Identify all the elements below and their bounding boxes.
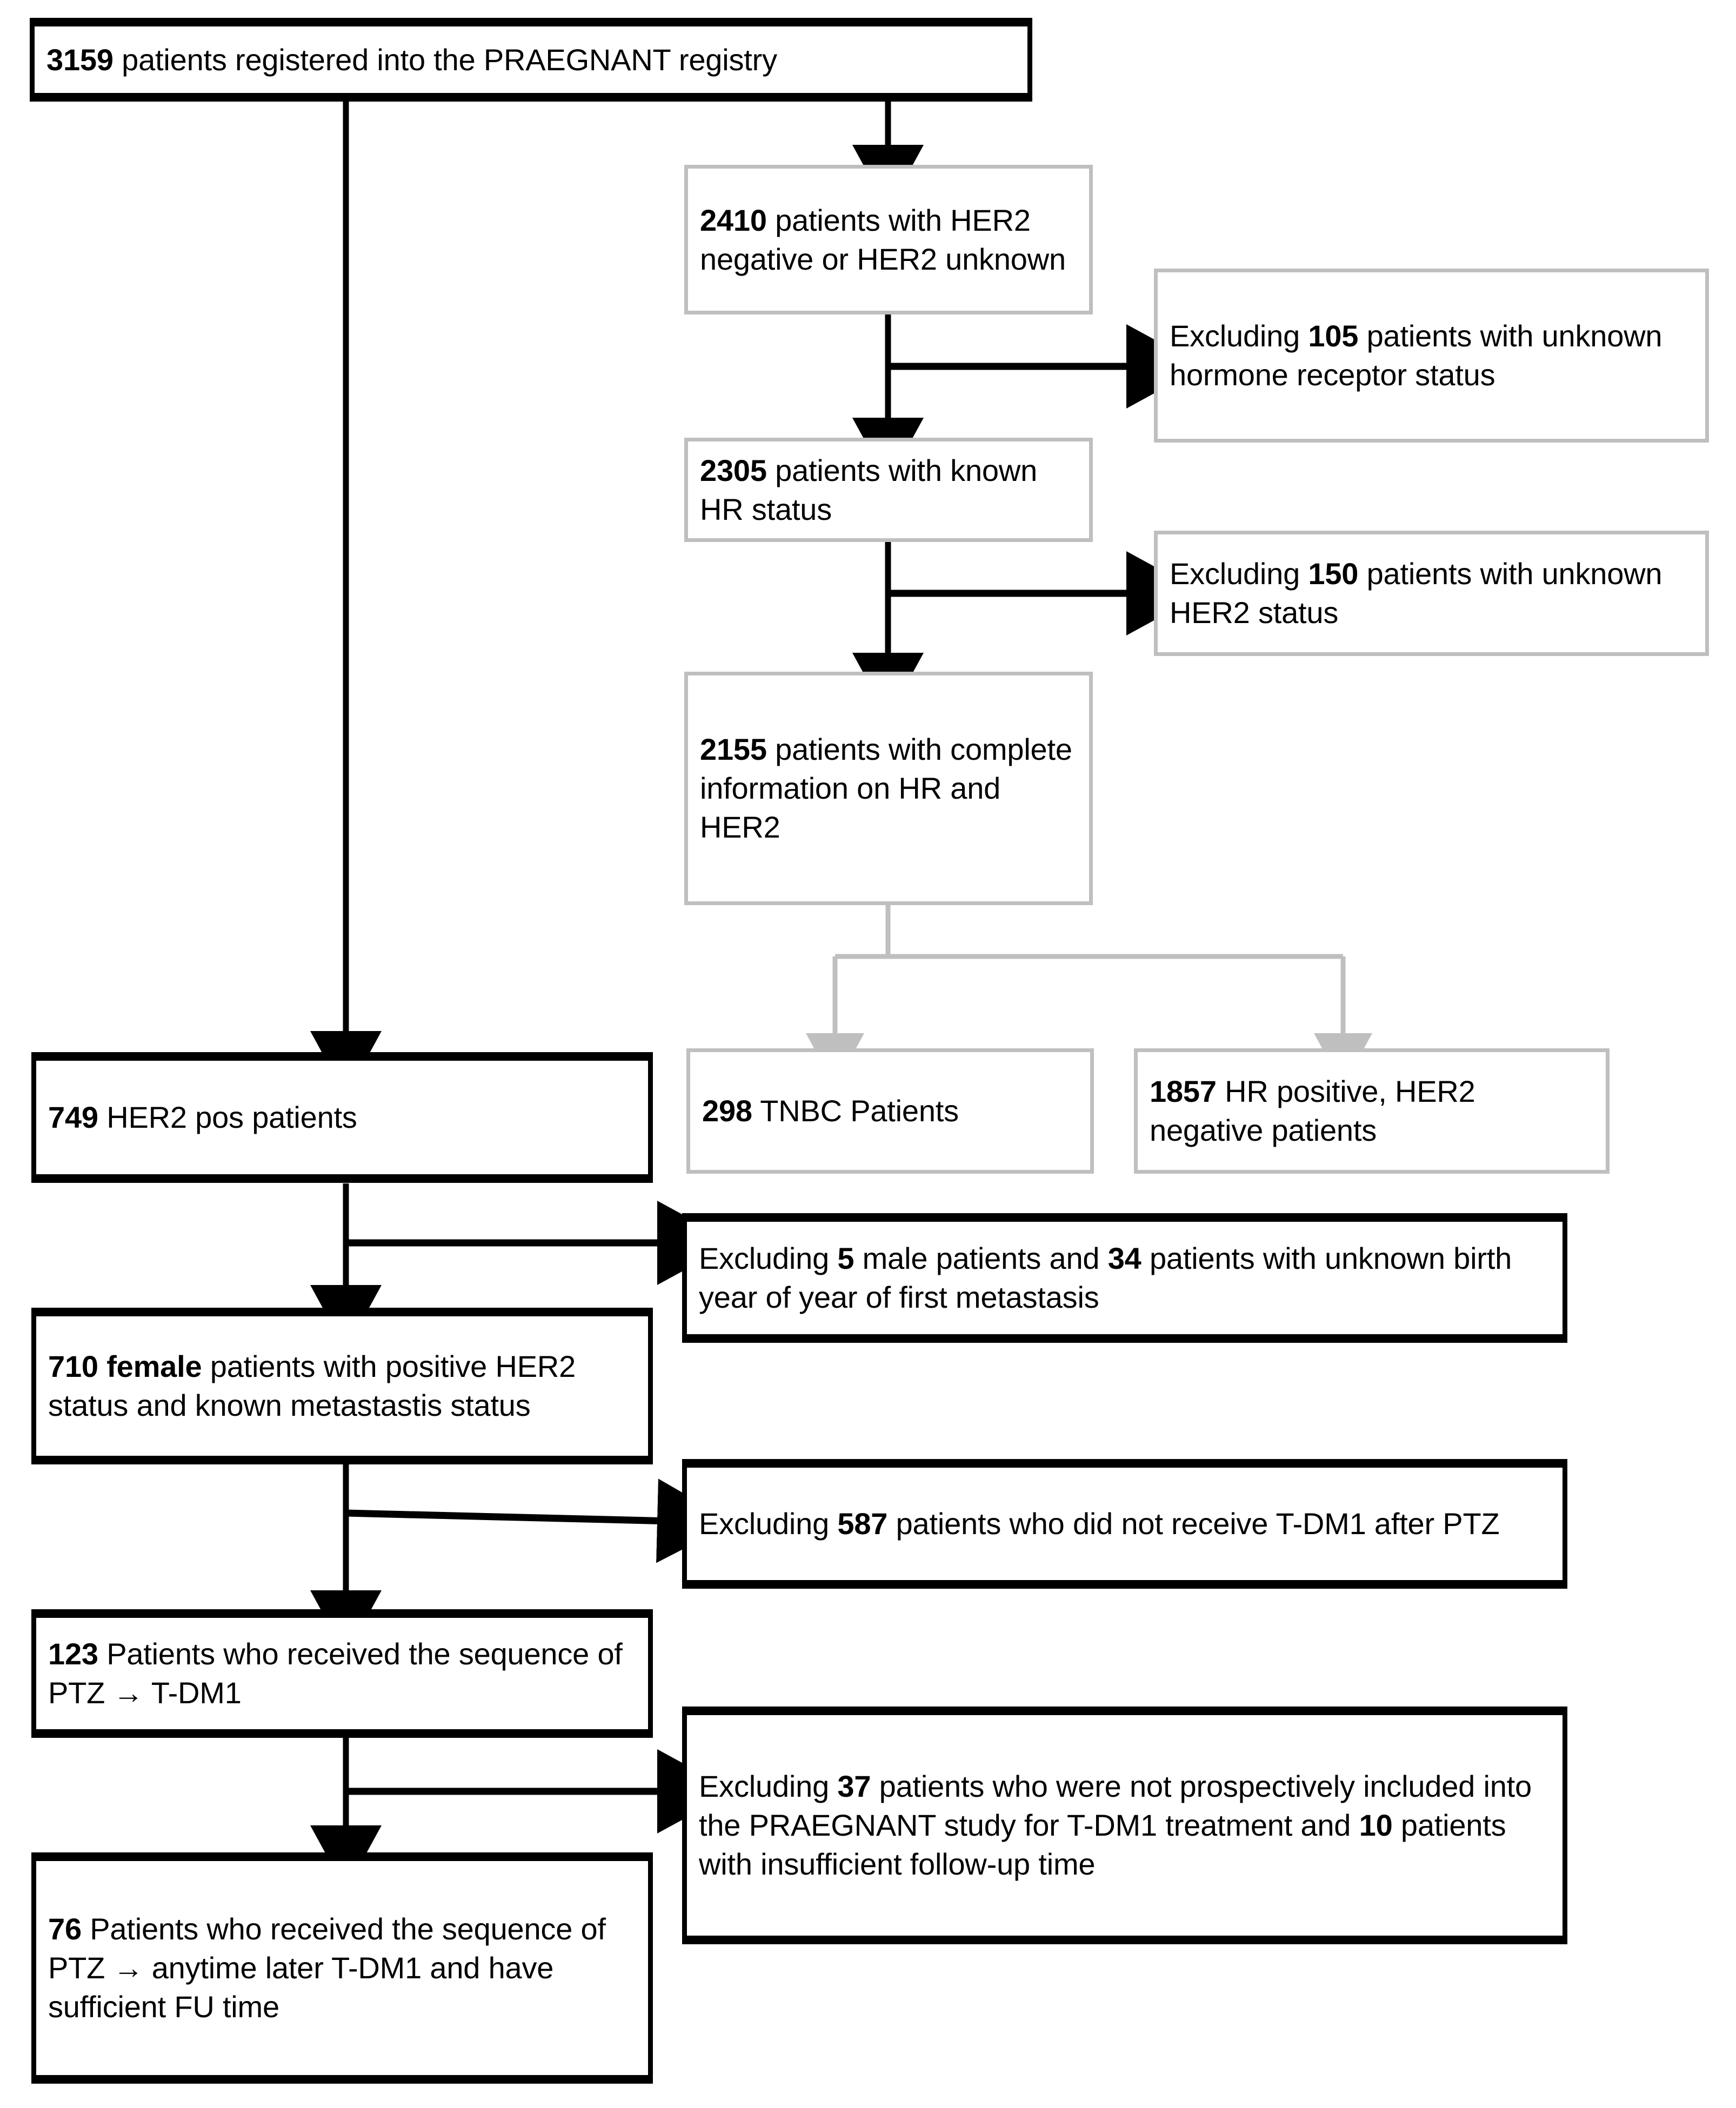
node-excluding-37-10-rest: patients with insufficient follow-up tim… xyxy=(699,1808,1506,1881)
node-registry-count: 3159 xyxy=(46,42,113,77)
node-excluding-5-male-34-mid: male patients and xyxy=(854,1241,1108,1276)
node-her2-negative-unknown-text: 2410 patients with HER2 negative or HER2… xyxy=(688,201,1089,278)
node-female-710-text: 710 female patients with positive HER2 s… xyxy=(36,1347,648,1424)
node-excluding-5-male-34-prefix: Excluding xyxy=(699,1241,838,1276)
node-known-hr-status-count: 2305 xyxy=(700,453,767,487)
node-hr-positive-her2-negative[interactable]: 1857 HR positive, HER2 negative patients xyxy=(1134,1048,1610,1174)
node-excluding-37-10[interactable]: Excluding 37 patients who were not prosp… xyxy=(682,1707,1567,1944)
node-excluding-150-count: 150 xyxy=(1308,557,1359,591)
node-excluding-150-rest: patients with unknown HER2 status xyxy=(1170,557,1662,630)
node-excluding-150[interactable]: Excluding 150 patients with unknown HER2… xyxy=(1154,531,1709,656)
node-tnbc-patients-count: 298 xyxy=(702,1094,752,1128)
node-sequence-123-tail: T-DM1 xyxy=(143,1676,242,1710)
node-excluding-37-10-count: 37 xyxy=(837,1769,871,1804)
node-excluding-587-text: Excluding 587 patients who did not recei… xyxy=(687,1504,1563,1543)
node-hr-positive-her2-negative-count: 1857 xyxy=(1150,1074,1217,1109)
node-complete-information-rest: patients with complete information on HR… xyxy=(700,732,1072,844)
node-her2-negative-unknown-rest: patients with HER2 negative or HER2 unkn… xyxy=(700,203,1066,276)
node-sequence-123[interactable]: 123 Patients who received the sequence o… xyxy=(31,1609,653,1738)
node-excluding-587-rest: patients who did not receive T-DM1 after… xyxy=(887,1507,1500,1541)
node-hr-positive-her2-negative-text: 1857 HR positive, HER2 negative patients xyxy=(1138,1072,1606,1149)
node-her2-positive-patients-count: 749 xyxy=(48,1100,98,1135)
node-hr-positive-her2-negative-rest: HR positive, HER2 negative patients xyxy=(1150,1074,1475,1147)
node-female-710-rest: patients with positive HER2 status and k… xyxy=(48,1349,576,1422)
node-complete-information-count: 2155 xyxy=(700,732,767,767)
node-excluding-105-rest: patients with unknown hormone receptor s… xyxy=(1170,319,1662,392)
node-known-hr-status-text: 2305 patients with known HR status xyxy=(688,451,1089,528)
node-final-76-count: 76 xyxy=(48,1912,82,1946)
node-excluding-150-text: Excluding 150 patients with unknown HER2… xyxy=(1158,554,1705,632)
node-her2-negative-unknown-count: 2410 xyxy=(700,203,767,237)
node-excluding-150-prefix: Excluding xyxy=(1170,557,1308,591)
node-excluding-5-male-34-rest: patients with unknown birth year of year… xyxy=(699,1241,1512,1314)
node-final-76-text: 76 Patients who received the sequence of… xyxy=(36,1910,648,2026)
node-excluding-587-prefix: Excluding xyxy=(699,1507,838,1541)
node-sequence-123-rest: Patients who received the sequence of PT… xyxy=(48,1637,623,1710)
node-her2-positive-patients-rest: HER2 pos patients xyxy=(98,1100,357,1135)
node-excluding-105-text: Excluding 105 patients with unknown horm… xyxy=(1158,317,1705,394)
node-complete-information[interactable]: 2155 patients with complete information … xyxy=(684,672,1093,905)
node-known-hr-status-rest: patients with known HR status xyxy=(700,453,1038,526)
node-final-76-rest: Patients who received the sequence of PT… xyxy=(48,1912,606,1985)
node-excluding-5-male-34[interactable]: Excluding 5 male patients and 34 patient… xyxy=(682,1213,1567,1343)
node-excluding-5-male-34-count2: 34 xyxy=(1107,1241,1141,1276)
node-excluding-37-10-mid: patients who were not prospectively incl… xyxy=(699,1769,1532,1843)
node-excluding-105-prefix: Excluding xyxy=(1170,319,1308,353)
node-excluding-37-10-count2: 10 xyxy=(1359,1808,1393,1843)
node-excluding-587-count: 587 xyxy=(837,1507,888,1541)
right-arrow-icon: → xyxy=(113,1676,144,1710)
node-final-76-tail: anytime later T-DM1 and have sufficient … xyxy=(48,1951,554,2024)
node-registry-rest: patients registered into the PRAEGNANT r… xyxy=(113,42,777,77)
edge-female710-to-excl587 xyxy=(345,1478,735,1563)
node-tnbc-patients-rest: TNBC Patients xyxy=(752,1094,959,1128)
right-arrow-icon-2: → xyxy=(113,1951,144,1985)
node-sequence-123-count: 123 xyxy=(48,1637,98,1671)
node-her2-positive-patients-text: 749 HER2 pos patients xyxy=(36,1098,648,1137)
node-excluding-587[interactable]: Excluding 587 patients who did not recei… xyxy=(682,1459,1567,1589)
node-excluding-37-10-prefix: Excluding xyxy=(699,1769,838,1804)
node-her2-positive-patients[interactable]: 749 HER2 pos patients xyxy=(31,1052,653,1183)
node-excluding-5-male-34-text: Excluding 5 male patients and 34 patient… xyxy=(687,1239,1563,1316)
node-female-710[interactable]: 710 female patients with positive HER2 s… xyxy=(31,1308,653,1464)
node-final-76[interactable]: 76 Patients who received the sequence of… xyxy=(31,1852,653,2084)
node-her2-negative-unknown[interactable]: 2410 patients with HER2 negative or HER2… xyxy=(684,165,1093,314)
node-excluding-105-count: 105 xyxy=(1308,319,1359,353)
node-female-710-count: 710 female xyxy=(48,1349,202,1384)
node-tnbc-patients-text: 298 TNBC Patients xyxy=(690,1092,1090,1130)
node-registry[interactable]: 3159 patients registered into the PRAEGN… xyxy=(30,18,1032,102)
node-sequence-123-text: 123 Patients who received the sequence o… xyxy=(36,1635,648,1712)
node-excluding-5-male-34-count: 5 xyxy=(837,1241,854,1276)
node-excluding-105[interactable]: Excluding 105 patients with unknown horm… xyxy=(1154,269,1709,443)
node-excluding-37-10-text: Excluding 37 patients who were not prosp… xyxy=(687,1767,1563,1883)
node-registry-text: 3159 patients registered into the PRAEGN… xyxy=(35,41,1027,79)
edge-complete-split xyxy=(806,904,1372,1087)
node-known-hr-status[interactable]: 2305 patients with known HR status xyxy=(684,438,1093,542)
node-complete-information-text: 2155 patients with complete information … xyxy=(688,730,1089,846)
node-tnbc-patients[interactable]: 298 TNBC Patients xyxy=(686,1048,1094,1174)
